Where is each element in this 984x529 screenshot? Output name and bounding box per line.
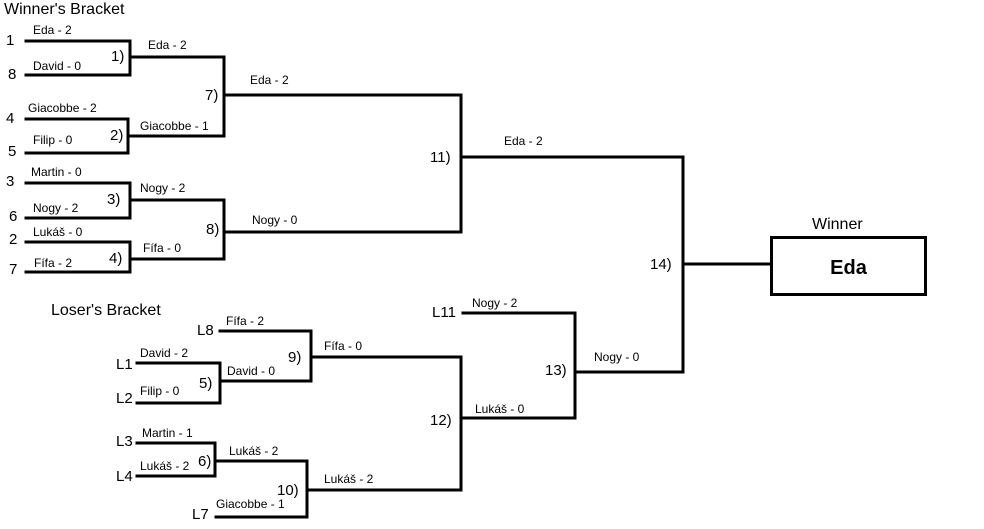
entry-label: Eda - 2 bbox=[250, 73, 289, 87]
match-10-lines bbox=[214, 459, 463, 519]
entry-label: David - 0 bbox=[33, 59, 82, 73]
entry-label: Filip - 0 bbox=[140, 384, 180, 398]
match-number: 4) bbox=[109, 250, 123, 267]
match-number: 10) bbox=[277, 482, 299, 499]
entry-label: Martin - 0 bbox=[31, 165, 82, 179]
match-number: 3) bbox=[107, 191, 121, 208]
champion-box: Eda bbox=[770, 236, 927, 296]
match-11-lines bbox=[459, 93, 685, 234]
loser-seed-label: L1 bbox=[116, 356, 133, 373]
loser-seed-label: L2 bbox=[116, 390, 133, 407]
seed-label: 8 bbox=[8, 66, 17, 83]
entry-label: Nogy - 0 bbox=[252, 213, 298, 227]
entry-label: Filip - 0 bbox=[33, 133, 73, 147]
entry-label: Nogy - 2 bbox=[472, 296, 518, 310]
winner-title: Winner bbox=[812, 216, 863, 233]
entry-label: Eda - 2 bbox=[504, 134, 543, 148]
entry-label: Nogy - 0 bbox=[594, 350, 640, 364]
match-6-lines bbox=[135, 441, 309, 478]
match-number: 2) bbox=[110, 127, 124, 144]
loser-seed-label: L11 bbox=[432, 304, 456, 321]
seed-label: 2 bbox=[9, 231, 18, 248]
match-8-lines bbox=[222, 198, 463, 261]
match-number: 7) bbox=[205, 87, 219, 104]
seed-label: 1 bbox=[6, 32, 15, 49]
match-4-lines bbox=[24, 240, 226, 274]
match-number: 14) bbox=[650, 256, 672, 273]
match-2-lines bbox=[24, 117, 226, 155]
entry-label: Giacobbe - 2 bbox=[28, 101, 97, 115]
entry-label: Giacobbe - 1 bbox=[216, 497, 285, 511]
winners-bracket-title: Winner's Bracket bbox=[4, 1, 125, 18]
match-number: 6) bbox=[198, 453, 212, 470]
match-1-lines bbox=[24, 39, 226, 77]
seed-label: 4 bbox=[6, 110, 15, 127]
entry-label: Fífa - 2 bbox=[226, 314, 265, 328]
match-12-lines bbox=[459, 355, 577, 492]
match-number: 13) bbox=[545, 362, 567, 379]
entry-label: Lukáš - 0 bbox=[475, 402, 525, 416]
match-number: 9) bbox=[288, 349, 302, 366]
match-14-lines bbox=[681, 155, 772, 374]
match-7-lines bbox=[222, 55, 463, 138]
match-number: 1) bbox=[111, 48, 125, 65]
loser-seed-label: L7 bbox=[192, 506, 209, 523]
match-13-lines bbox=[461, 311, 685, 420]
entry-label: Giacobbe - 1 bbox=[140, 119, 209, 133]
seed-label: 3 bbox=[6, 173, 15, 190]
loser-seed-label: L8 bbox=[197, 322, 214, 339]
loser-seed-label: L4 bbox=[116, 468, 133, 485]
entry-label: Eda - 2 bbox=[148, 38, 187, 52]
entry-label: Fífa - 0 bbox=[143, 241, 182, 255]
match-number: 12) bbox=[430, 412, 452, 429]
seed-label: 5 bbox=[8, 143, 17, 160]
loser-seed-label: L3 bbox=[116, 433, 133, 450]
champion-name: Eda bbox=[830, 257, 867, 279]
entry-label: Fífa - 2 bbox=[34, 256, 73, 270]
match-3-lines bbox=[24, 181, 226, 220]
entry-label: Eda - 2 bbox=[33, 23, 72, 37]
match-9-lines bbox=[218, 329, 463, 383]
entry-label: Lukáš - 2 bbox=[229, 444, 279, 458]
match-number: 8) bbox=[206, 221, 220, 238]
entry-label: Martin - 1 bbox=[142, 426, 193, 440]
match-5-lines bbox=[135, 361, 313, 405]
seed-label: 6 bbox=[9, 208, 18, 225]
entry-label: David - 2 bbox=[140, 346, 189, 360]
entry-label: Lukáš - 2 bbox=[324, 472, 374, 486]
entry-label: Fífa - 0 bbox=[324, 339, 363, 353]
entry-label: Lukáš - 0 bbox=[33, 225, 83, 239]
losers-bracket-title: Loser's Bracket bbox=[51, 302, 161, 319]
match-number: 5) bbox=[199, 375, 213, 392]
entry-label: Nogy - 2 bbox=[33, 201, 79, 215]
entry-label: Lukáš - 2 bbox=[140, 459, 190, 473]
entry-label: David - 0 bbox=[227, 364, 276, 378]
match-number: 11) bbox=[430, 149, 451, 166]
seed-label: 7 bbox=[9, 261, 18, 278]
entry-label: Nogy - 2 bbox=[140, 181, 186, 195]
